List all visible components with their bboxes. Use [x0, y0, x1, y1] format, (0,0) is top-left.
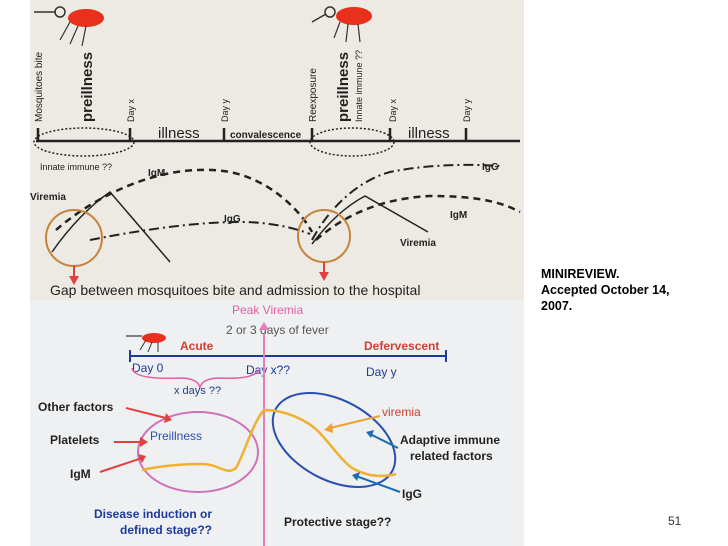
caption-line: Accepted October 14,: [541, 283, 670, 297]
label-day-y-right: Day y: [462, 98, 472, 122]
page-number: 51: [668, 514, 682, 528]
stage-diagram-bottom: Peak Viremia 2 or 3 days of fever Acute …: [30, 300, 524, 546]
label-preillness-right: preillness: [335, 52, 352, 122]
arrow-icon: [352, 472, 401, 493]
preillness-ellipse-left: [33, 127, 135, 157]
label-igg-left: IgG: [224, 214, 241, 225]
curve-igg-left: [89, 220, 311, 241]
label-adaptive-1: Adaptive immune: [400, 433, 500, 447]
label-defervescent: Defervescent: [364, 339, 439, 353]
x-days-brace: [131, 367, 261, 389]
label-disease-1: Disease induction or: [94, 507, 212, 521]
label-viremia-left: Viremia: [30, 192, 66, 203]
phase-convalescence: convalescence: [230, 130, 302, 141]
label-day-x: Day x??: [246, 363, 290, 377]
label-igg-right: IgG: [482, 162, 499, 173]
citation-caption: MINIREVIEW. Accepted October 14, 2007.: [541, 266, 721, 314]
label-platelets: Platelets: [50, 433, 100, 447]
adaptive-ellipse: [271, 392, 397, 488]
label-innate-immune-right: Innate immune ??: [354, 50, 364, 122]
arrow-icon: [259, 322, 269, 330]
arrow-icon: [324, 415, 381, 433]
label-acute: Acute: [180, 339, 214, 353]
label-protective: Protective stage??: [284, 515, 391, 529]
arrow-icon: [125, 407, 172, 423]
label-fever-days: 2 or 3 days of fever: [226, 323, 329, 337]
curve-igm-left: [55, 168, 314, 233]
phase-illness-1: illness: [158, 125, 200, 142]
label-viremia: viremia: [382, 405, 421, 419]
label-mosquito-bite: Mosquitoes bite: [34, 52, 45, 122]
caption-line: 2007.: [541, 299, 573, 313]
label-day-y: Day y: [366, 365, 397, 379]
label-day-x-right: Day x: [388, 98, 398, 122]
timeline-diagram-top: Mosquitoes bite preillness Day x Day y R…: [30, 0, 524, 300]
mosquito-icon: [311, 6, 372, 43]
arrow-icon: [69, 266, 79, 285]
label-adaptive-2: related factors: [410, 449, 493, 463]
label-x-days: x days ??: [174, 385, 221, 397]
label-disease-2: defined stage??: [120, 523, 212, 537]
viremia-curve: [141, 408, 397, 478]
curve-viremia-left: [51, 191, 171, 263]
caption-line: MINIREVIEW.: [541, 267, 620, 281]
label-preillness-left: preillness: [79, 52, 96, 122]
label-day-x-left: Day x: [126, 98, 136, 122]
arrow-icon: [99, 454, 146, 473]
arrow-icon: [366, 430, 399, 449]
preillness-ellipse-right: [309, 127, 395, 157]
label-other-factors: Other factors: [38, 400, 114, 414]
label-peak-viremia: Peak Viremia: [232, 303, 303, 317]
curve-igm-right: [315, 194, 521, 241]
label-viremia-right: Viremia: [400, 238, 436, 249]
label-day-y-left: Day y: [220, 98, 230, 122]
gap-caption: Gap between mosquitoes bite and admissio…: [50, 282, 420, 298]
label-innate-immune: Innate immune ??: [40, 162, 112, 172]
arrow-icon: [114, 437, 148, 447]
label-preillness: Preillness: [150, 429, 202, 443]
mosquito-icon: [34, 6, 104, 47]
label-igm: IgM: [70, 467, 91, 481]
label-reexposure: Reexposure: [308, 68, 319, 122]
curve-viremia-right: [311, 195, 429, 245]
label-day-0: Day 0: [132, 361, 164, 375]
preillness-ellipse: [137, 411, 259, 493]
label-igm-left: IgM: [148, 168, 165, 179]
mosquito-icon: [126, 333, 166, 353]
arrow-icon: [319, 262, 329, 281]
label-igg: IgG: [402, 487, 422, 501]
label-igm-right: IgM: [450, 210, 467, 221]
phase-illness-2: illness: [408, 125, 450, 142]
